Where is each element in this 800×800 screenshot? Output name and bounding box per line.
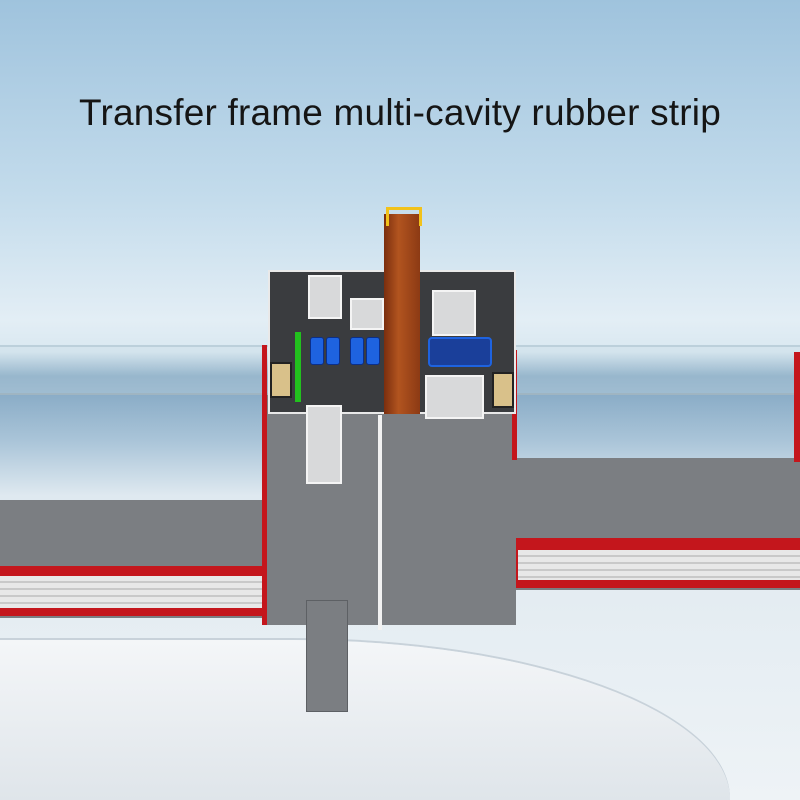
profile-chamber: [425, 375, 484, 419]
frame-divider: [378, 415, 382, 630]
rubber-cavity: [326, 337, 340, 365]
headline: Transfer frame multi-cavity rubber strip: [79, 92, 721, 133]
rubber-cavity-large: [428, 337, 492, 367]
left-column-gasket: [262, 345, 267, 625]
right-seal: [492, 372, 514, 408]
profile-chamber: [306, 405, 342, 484]
rubber-cavity: [310, 337, 324, 365]
yellow-cap: [386, 207, 422, 226]
left-insulation-strip: [0, 576, 262, 608]
right-insulation-strip: [518, 550, 800, 580]
left-seal: [270, 362, 292, 398]
display-platform: [0, 640, 730, 800]
rubber-cavity: [350, 337, 364, 365]
orange-transfer-bar: [384, 214, 420, 414]
rubber-cavity: [366, 337, 380, 365]
profile-chamber: [308, 275, 342, 319]
profile-chamber: [350, 298, 384, 330]
green-gasket: [295, 332, 301, 402]
right-edge-gasket: [794, 352, 800, 462]
frame-stem: [306, 600, 348, 712]
profile-chamber: [432, 290, 476, 336]
central-frame: [264, 395, 516, 625]
